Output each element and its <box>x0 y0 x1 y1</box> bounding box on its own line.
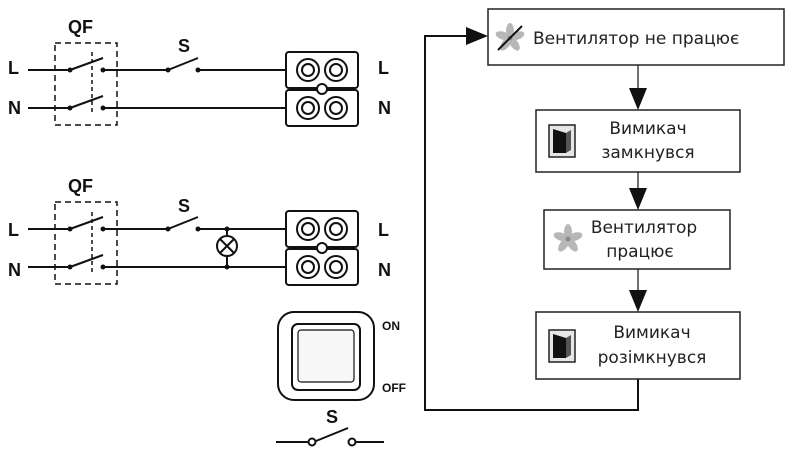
flow-step-fan-not-working: Вентилятор не працює <box>487 8 785 66</box>
bottom-terminal-n <box>285 248 359 286</box>
bottom-terminal-l <box>285 210 359 248</box>
step-3-text-line-1: Вентилятор <box>591 218 697 238</box>
rocker-switch: ON OFF S <box>276 311 406 447</box>
step-2-text-line-1: Вимикач <box>609 119 686 139</box>
top-breaker-box <box>54 42 118 126</box>
bottom-out-neutral-label: N <box>378 260 391 280</box>
bottom-breaker-box <box>54 201 118 285</box>
top-out-neutral-label: N <box>378 98 391 118</box>
top-circuit: L N QF S L N <box>8 17 391 127</box>
top-out-line-label: L <box>378 58 389 78</box>
top-neutral-label: N <box>8 98 21 118</box>
flow-step-switch-closed: Вимикач замкнувся <box>535 109 741 173</box>
flow-step-switch-opened: Вимикач розімкнувся <box>535 311 741 380</box>
top-switch-label: S <box>178 36 190 56</box>
top-terminal-n <box>285 89 359 127</box>
bottom-out-line-label: L <box>378 220 389 240</box>
step-2-text-line-2: замкнувся <box>601 143 694 163</box>
step-3-text-line-2: працює <box>606 242 674 262</box>
rocker-on-label: ON <box>382 319 400 333</box>
bottom-circuit: L N QF S L N <box>8 176 391 286</box>
top-terminal-l <box>285 51 359 89</box>
bottom-switch-label: S <box>178 196 190 216</box>
rocker-off-label: OFF <box>382 381 406 395</box>
bottom-breaker-label: QF <box>68 176 93 196</box>
indicator-lamp-icon <box>216 235 238 257</box>
top-line-label: L <box>8 58 19 78</box>
bottom-neutral-label: N <box>8 260 21 280</box>
step-1-text: Вентилятор не працює <box>533 29 739 49</box>
rocker-switch-label: S <box>326 407 338 427</box>
top-breaker-label: QF <box>68 17 93 37</box>
switch-icon <box>548 329 576 363</box>
switch-icon <box>548 124 576 158</box>
step-4-text-line-2: розімкнувся <box>598 348 707 368</box>
flow-step-fan-working: Вентилятор працює <box>543 209 731 270</box>
flowchart: Вентилятор не працює Вимикач замкнувся В… <box>424 8 785 411</box>
step-4-text-line-1: Вимикач <box>613 323 690 343</box>
fan-crossed-icon <box>494 23 526 53</box>
bottom-line-label: L <box>8 220 19 240</box>
